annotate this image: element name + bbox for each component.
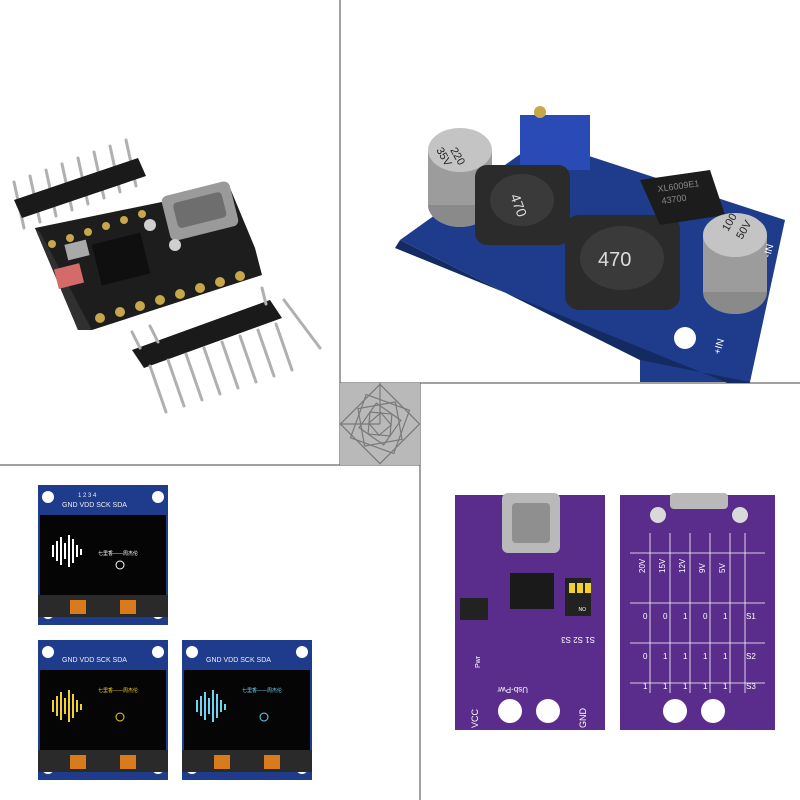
- dev-board-pcb: [35, 181, 262, 330]
- mcu-board-photo: [12, 138, 322, 414]
- mounting-hole: [674, 327, 696, 349]
- svg-text:9V: 9V: [698, 563, 707, 573]
- svg-text:43700: 43700: [661, 193, 687, 206]
- svg-text:1: 1: [683, 612, 688, 621]
- svg-text:470: 470: [507, 192, 530, 220]
- svg-text:GND VDD SCK SDA: GND VDD SCK SDA: [206, 657, 271, 664]
- svg-text:七里香——周杰伦: 七里香——周杰伦: [242, 687, 282, 694]
- svg-text:七里香——周杰伦: 七里香——周杰伦: [98, 550, 138, 557]
- svg-text:1: 1: [663, 682, 668, 691]
- xl6009-chip: XL6009E1 43700: [640, 170, 725, 225]
- svg-text:1: 1: [683, 682, 688, 691]
- svg-text:VCC: VCC: [470, 708, 480, 728]
- svg-text:S2: S2: [746, 652, 756, 661]
- svg-text:20V: 20V: [638, 558, 647, 573]
- oled-modules-photo: 1 2 3 4 GND VDD SCK SDA 七里香——周杰伦 GND VDD…: [38, 485, 312, 780]
- svg-text:GND VDD SCK SDA: GND VDD SCK SDA: [62, 657, 127, 664]
- svg-text:1 2 3 4: 1 2 3 4: [78, 493, 97, 499]
- svg-text:七里香——周杰伦: 七里香——周杰伦: [98, 687, 138, 694]
- oled-module-white: 1 2 3 4 GND VDD SCK SDA 七里香——周杰伦: [38, 485, 168, 625]
- svg-text:1: 1: [663, 652, 668, 661]
- pin-header-top: [12, 138, 146, 230]
- svg-text:Pwr: Pwr: [475, 655, 482, 668]
- pd-board-front: ON S1 S2 S3 Pwr Usb-Pwr VCC GND: [455, 493, 605, 730]
- pin-label-minus-in: -IN: [762, 243, 776, 259]
- dc-converter-photo: 220 35V 470 470 XL6009E1 43700 100 50V: [395, 106, 785, 383]
- svg-text:0: 0: [643, 652, 648, 661]
- svg-text:1: 1: [683, 652, 688, 661]
- usb-pd-trigger-photo: ON S1 S2 S3 Pwr Usb-Pwr VCC GND: [455, 493, 775, 730]
- center-logo: [340, 383, 420, 465]
- svg-text:1: 1: [723, 652, 728, 661]
- electrolytic-cap-right: 100 50V: [703, 212, 767, 314]
- svg-text:12V: 12V: [678, 558, 687, 573]
- pin-label-plus-in: +IN: [712, 338, 727, 356]
- oled-module-yellow: GND VDD SCK SDA 七里香——周杰伦: [38, 640, 168, 780]
- oled-module-cyan: GND VDD SCK SDA 七里香——周杰伦: [182, 640, 312, 780]
- svg-text:15V: 15V: [658, 558, 667, 573]
- svg-text:S3: S3: [746, 682, 756, 691]
- svg-text:ON: ON: [578, 605, 586, 611]
- svg-text:1: 1: [723, 612, 728, 621]
- svg-text:1: 1: [703, 652, 708, 661]
- svg-text:1: 1: [703, 682, 708, 691]
- svg-text:470: 470: [598, 249, 631, 271]
- svg-text:0: 0: [643, 612, 648, 621]
- svg-text:5V: 5V: [718, 563, 727, 573]
- svg-text:GND VDD SCK SDA: GND VDD SCK SDA: [62, 502, 127, 509]
- inductor-left: 470: [475, 165, 570, 245]
- trimmer-potentiometer: [520, 106, 590, 170]
- inductor-right: 470: [565, 215, 680, 310]
- pin-header-bottom: [130, 286, 322, 414]
- svg-text:1: 1: [643, 682, 648, 691]
- svg-text:Usb-Pwr: Usb-Pwr: [497, 685, 528, 694]
- svg-text:0: 0: [703, 612, 708, 621]
- svg-text:S1 S2 S3: S1 S2 S3: [561, 635, 595, 644]
- svg-text:0: 0: [663, 612, 668, 621]
- svg-text:S1: S1: [746, 612, 756, 621]
- svg-text:GND: GND: [578, 708, 588, 729]
- pd-board-back: 20V 15V 12V 9V 5V 0 0 1 0 1 S1 0 1 1 1 1…: [620, 493, 775, 730]
- svg-text:1: 1: [723, 682, 728, 691]
